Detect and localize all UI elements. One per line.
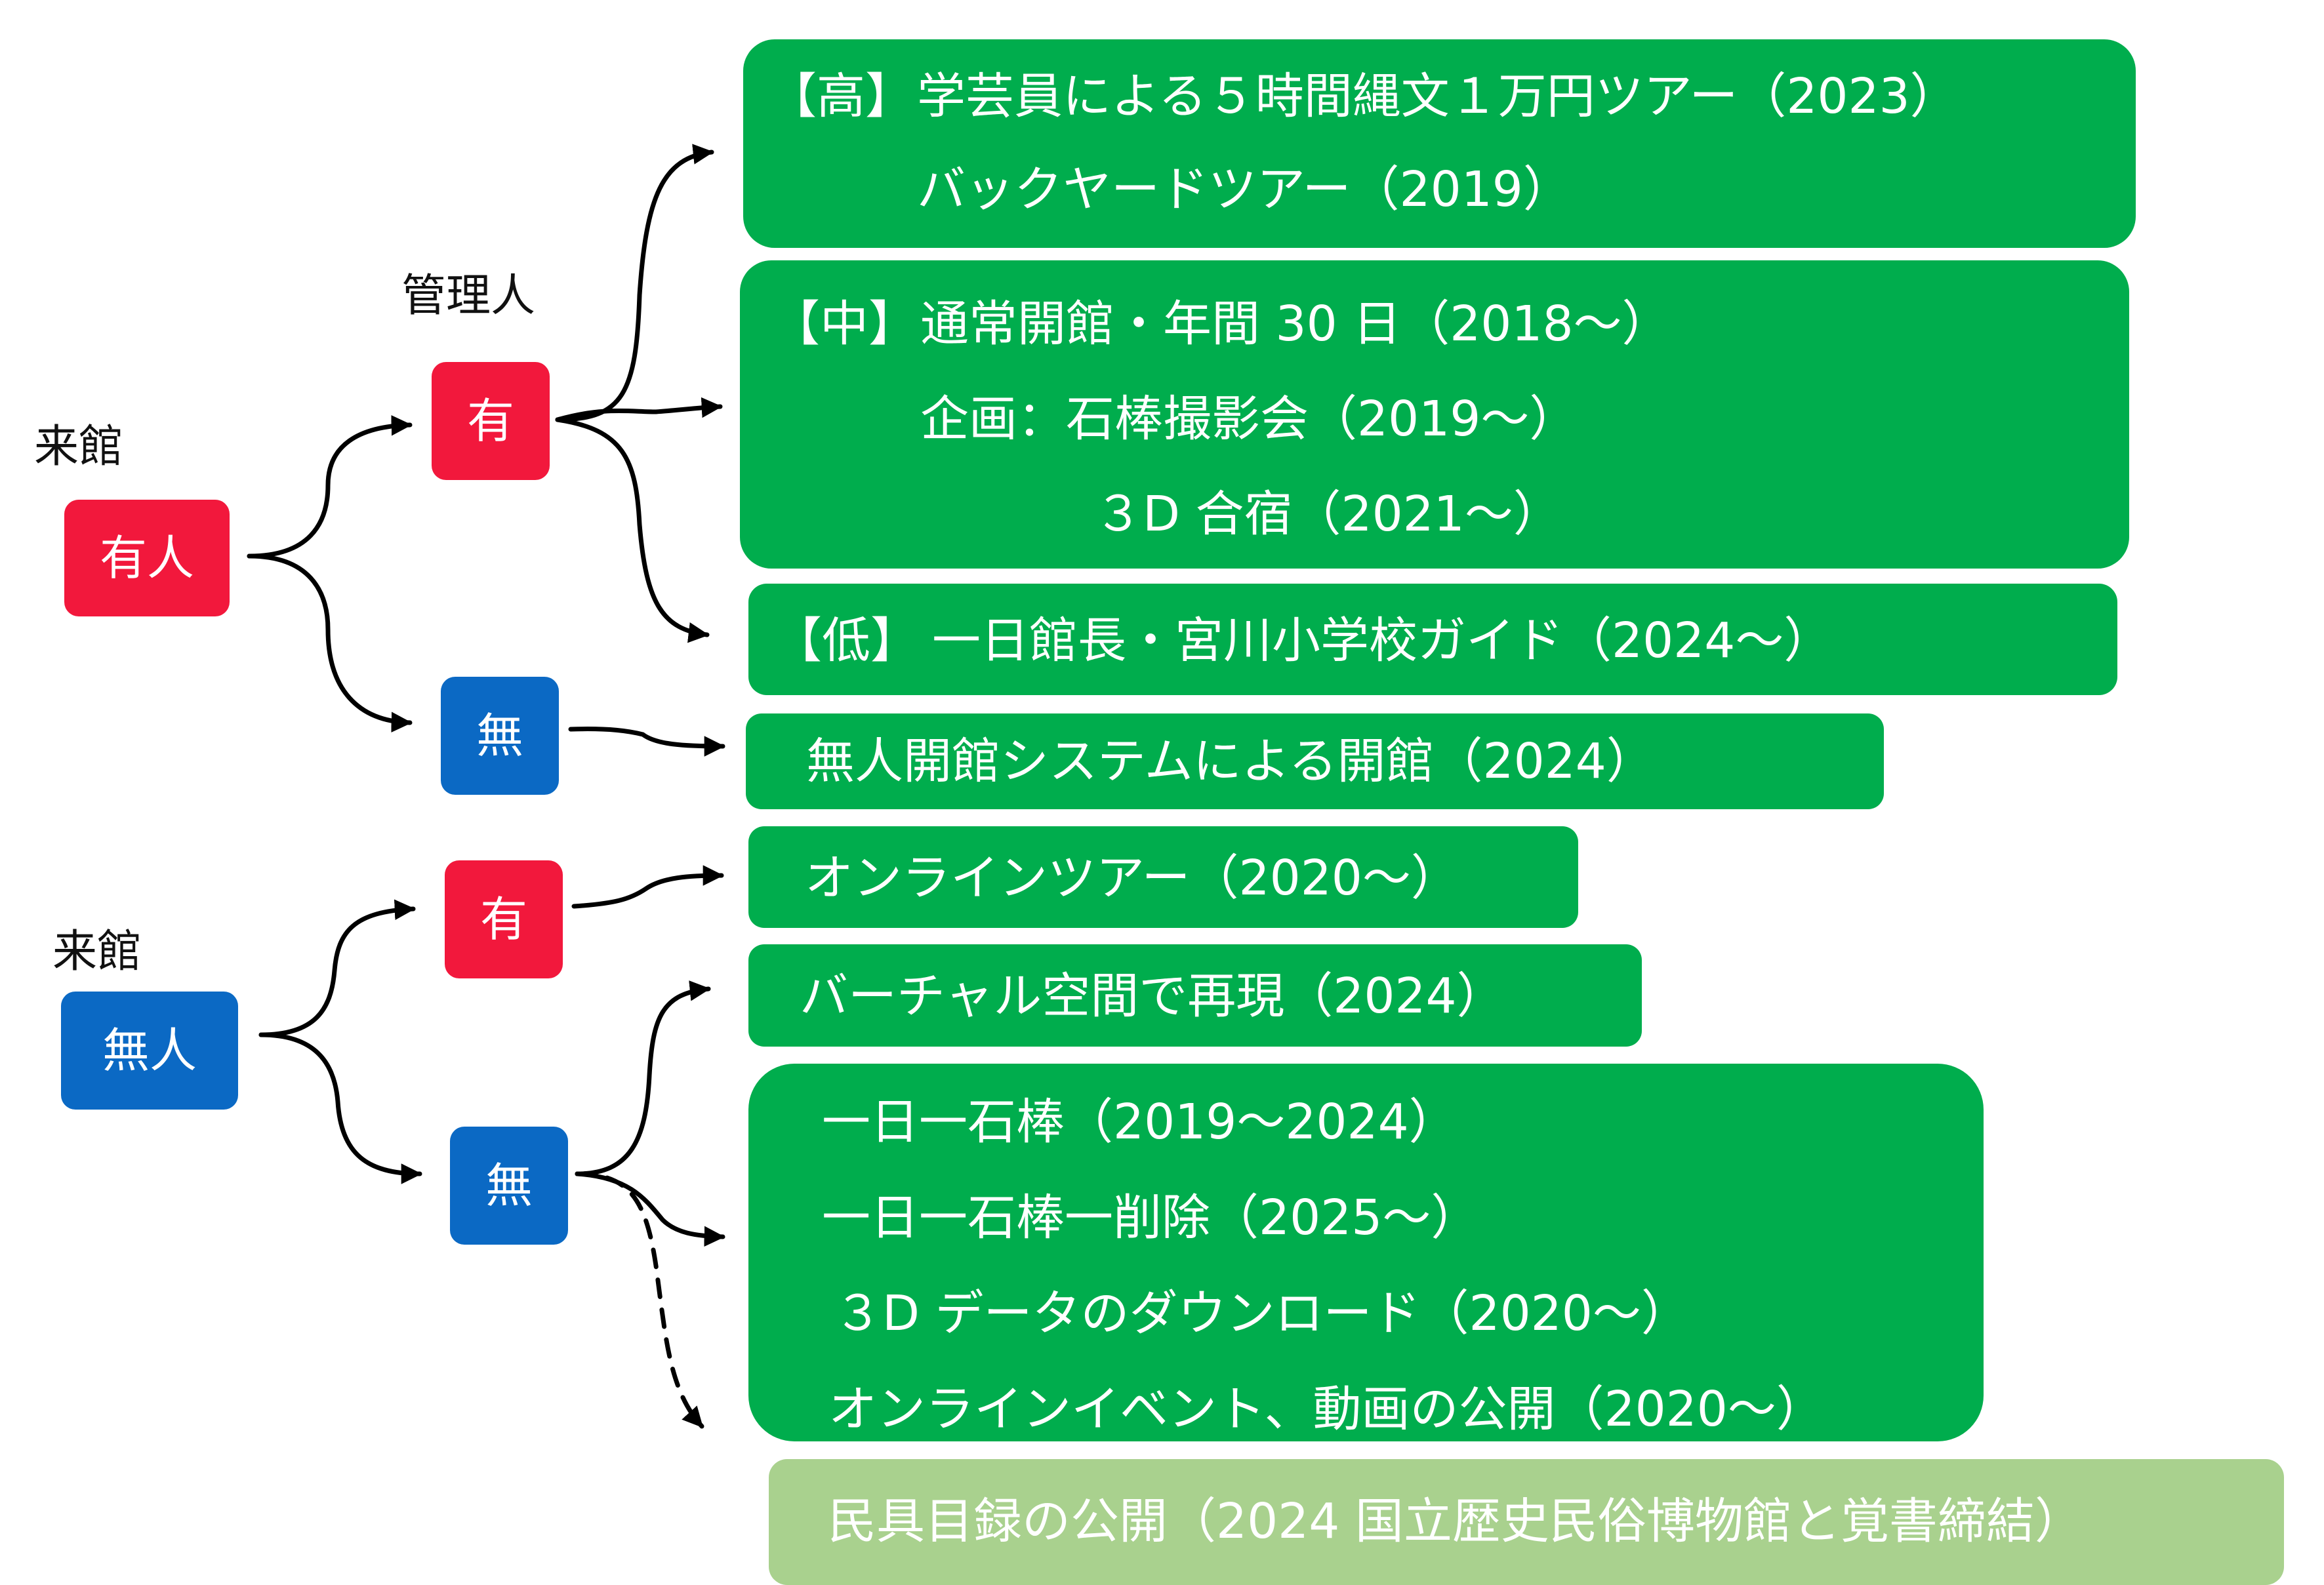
manager2-yes-node: 有 — [445, 860, 563, 978]
visit-label-upper: 来館 — [34, 421, 124, 473]
arrow-visit-no-to-mgr-yes — [258, 899, 416, 1037]
visit-label-lower: 来館 — [52, 926, 142, 978]
box-digital-line-4: オンラインイベント、動画の公開（2020〜） — [828, 1381, 1825, 1437]
arrow-mgr-no-to-unmanned — [568, 727, 725, 757]
arrow-mgr2-no-to-virtual — [575, 980, 711, 1176]
box-digital-line-3: ３D データのダウンロード（2020〜） — [834, 1285, 1690, 1342]
box-catalog: 民具目録の公開（2024 国立歴史民俗博物館と覚書締結） — [769, 1459, 2284, 1585]
box-online-tour: オンラインツアー（2020〜） — [748, 826, 1578, 928]
box-low: 【低】 一日館長・宮川小学校ガイド（2024〜） — [748, 584, 2117, 695]
box-high: 【高】 学芸員による５時間縄文１万円ツアー（2023） バックヤードツアー（20… — [743, 39, 2136, 248]
box-online-tour-line-1: オンラインツアー（2020〜） — [805, 850, 1459, 906]
box-low-tag: 【低】 — [773, 612, 919, 669]
box-mid: 【中】 通常開館・年間 30 日（2018〜） 企画：石棒撮影会（2019〜） … — [740, 260, 2129, 569]
manager-no-node: 無 — [441, 677, 559, 795]
box-high-tag: 【高】 — [768, 68, 914, 125]
box-digital-line-1: 一日一石棒（2019〜2024） — [822, 1094, 1458, 1150]
visit-yes-node: 有人 — [64, 500, 230, 616]
box-digital-line-2: 一日一石棒一削除（2025〜） — [822, 1190, 1480, 1246]
arrow-mgr2-yes-to-online-tour — [571, 865, 724, 909]
visit-no-node: 無人 — [61, 992, 238, 1110]
arrow-visit-yes-to-mgr-yes — [247, 414, 413, 559]
arrow-mgr-yes-to-low — [555, 417, 710, 643]
arrow-visit-no-to-mgr-no — [258, 1032, 422, 1184]
box-low-line-1: 一日館長・宮川小学校ガイド（2024〜） — [932, 612, 1833, 669]
arrow-mgr-yes-to-mid — [555, 397, 723, 422]
box-unmanned: 無人開館システムによる開館（2024） — [746, 713, 1884, 809]
arrow-mgr-yes-to-high — [555, 144, 714, 422]
box-high-line-2: バックヤードツアー（2019） — [917, 161, 1572, 218]
box-mid-line-1: 通常開館・年間 30 日（2018〜） — [920, 296, 1671, 352]
box-mid-line-3: ３D 合宿（2021〜） — [1094, 486, 1562, 542]
box-catalog-line-1: 民具目録の公開（2024 国立歴史民俗博物館と覚書締結） — [828, 1493, 2083, 1550]
arrow-mgr2-no-to-catalog — [575, 1171, 704, 1429]
manager2-no-node: 無 — [450, 1127, 568, 1245]
box-high-line-1: 学芸員による５時間縄文１万円ツアー（2023） — [917, 68, 1959, 125]
manager-yes-node: 有 — [432, 362, 550, 480]
box-mid-tag: 【中】 — [771, 296, 917, 352]
box-virtual: バーチャル空間で再現（2024） — [748, 944, 1642, 1047]
box-digital: 一日一石棒（2019〜2024） 一日一石棒一削除（2025〜） ３D データの… — [748, 1064, 1984, 1441]
manager-label: 管理人 — [401, 270, 536, 322]
box-unmanned-line-1: 無人開館システムによる開館（2024） — [806, 733, 1655, 790]
box-mid-line-2: 企画：石棒撮影会（2019〜） — [920, 391, 1578, 447]
arrow-visit-yes-to-mgr-no — [247, 553, 413, 733]
box-virtual-line-1: バーチャル空間で再現（2024） — [800, 968, 1505, 1024]
